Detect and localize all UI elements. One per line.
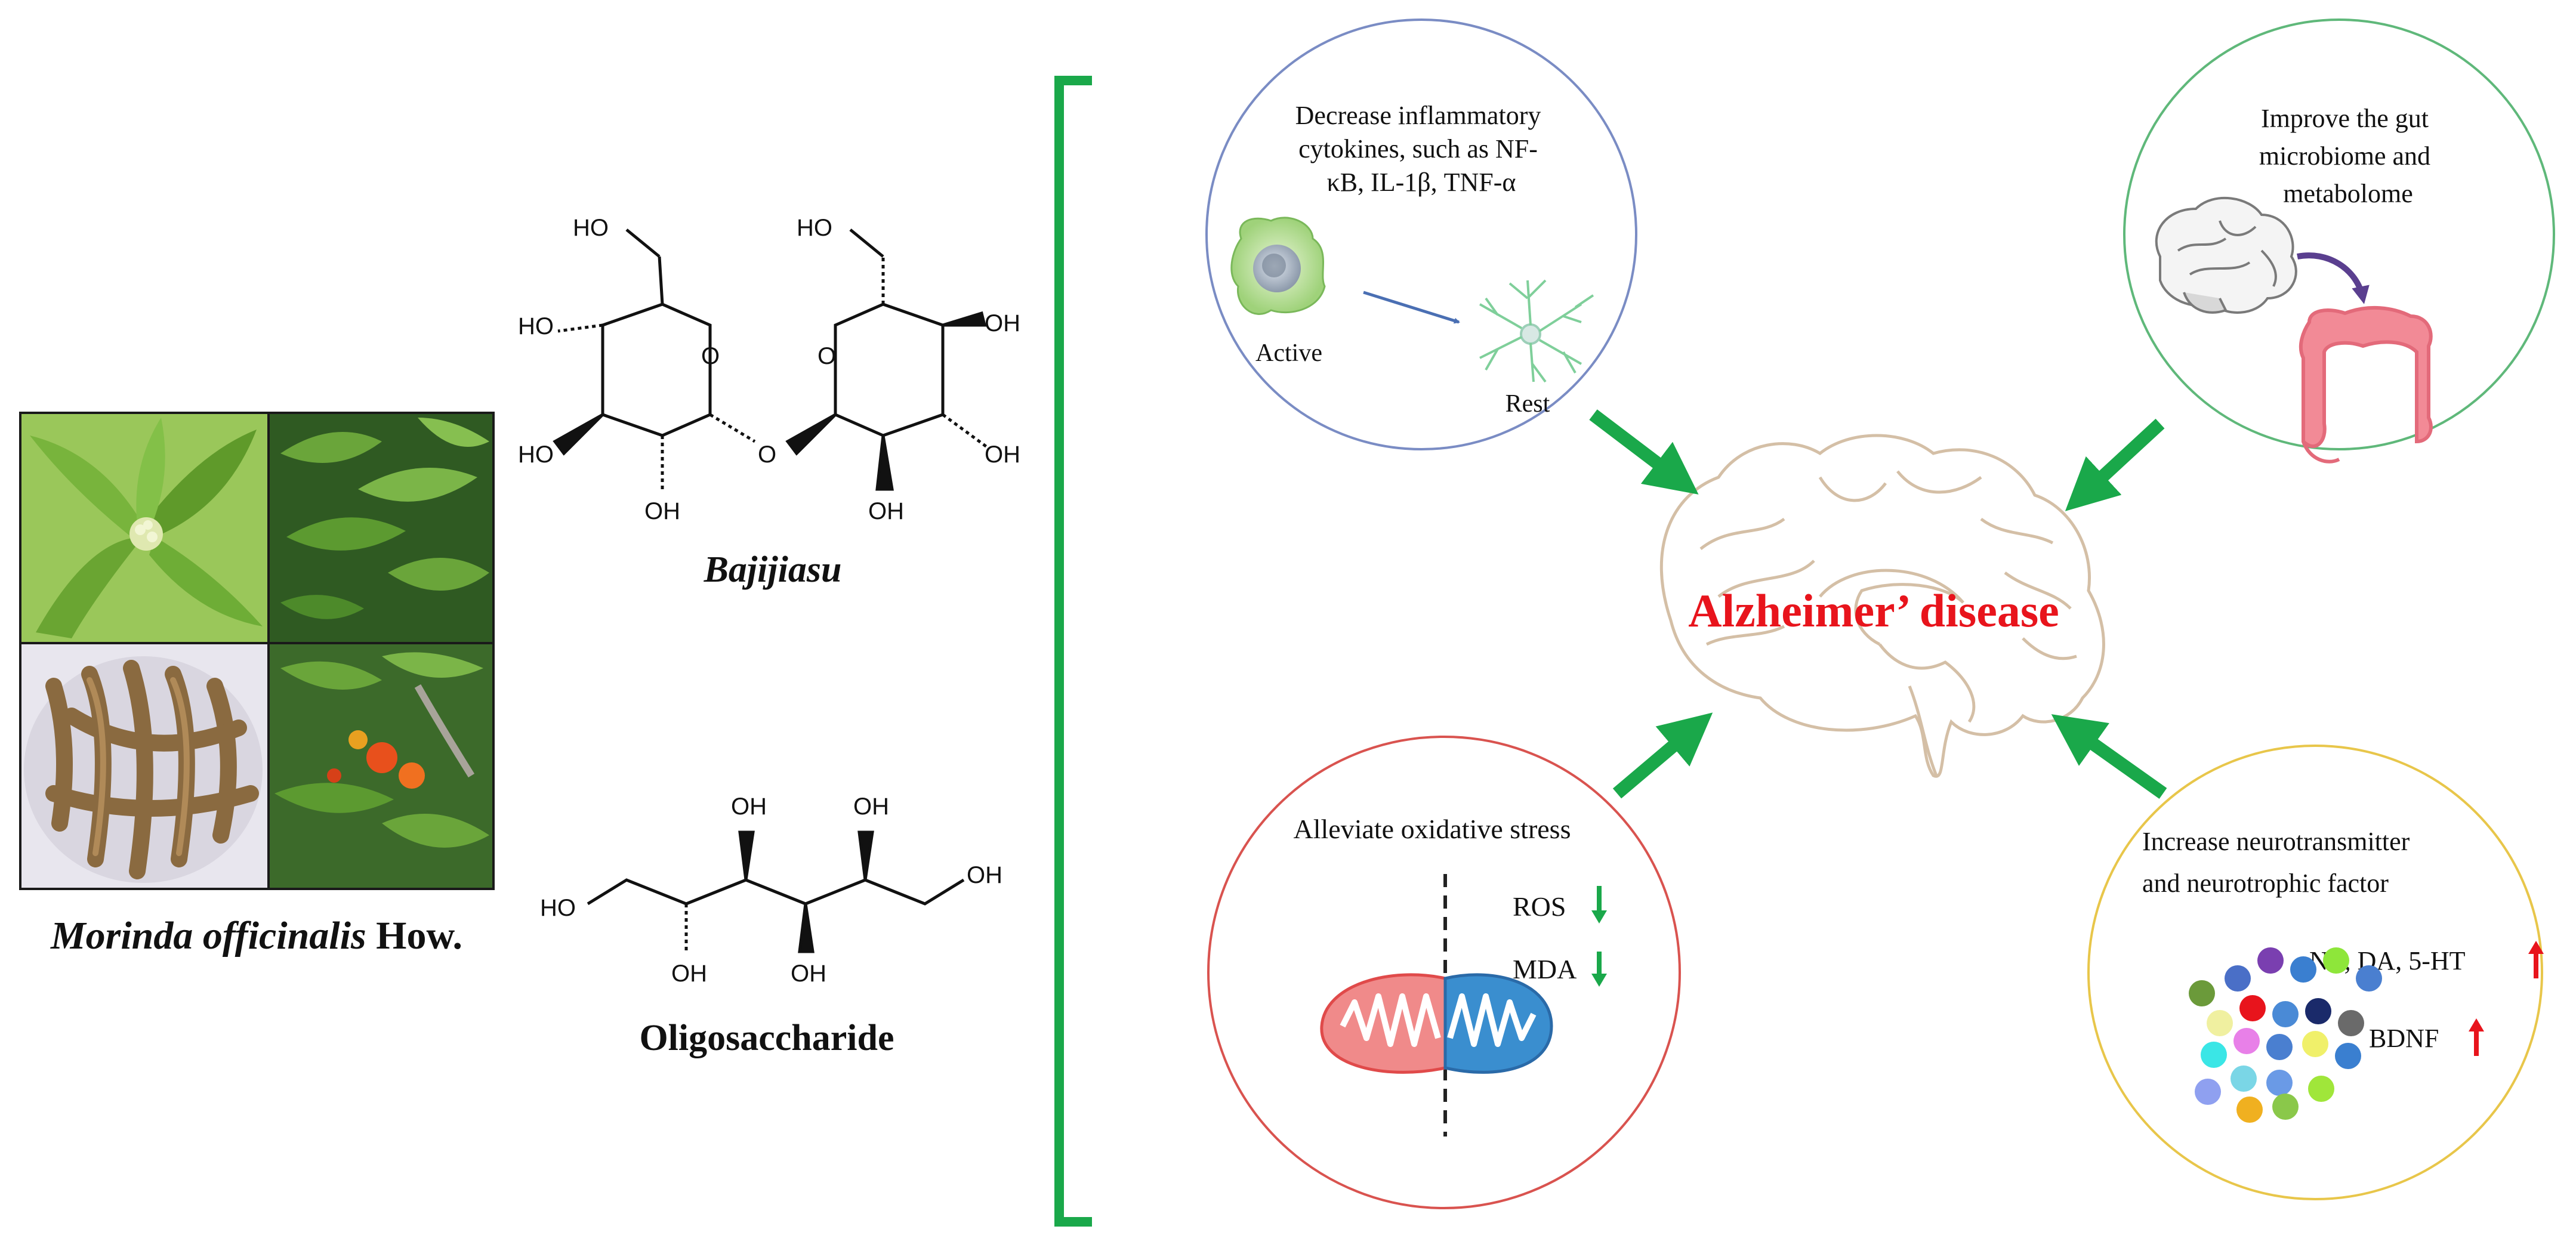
inflammation-panel: Decrease inflammatory cytokines, such as…	[1205, 18, 1637, 450]
arrow-oxidative-to-center	[1612, 712, 1713, 799]
plant-photo-grid	[19, 412, 495, 890]
mda-label: MDA	[1513, 954, 1577, 984]
brain-outline	[1659, 434, 2105, 778]
svg-text:HO: HO	[573, 215, 609, 241]
gut-panel: Improve the gut microbiome and metabolom…	[2123, 18, 2555, 464]
oligosaccharide-structure	[587, 830, 965, 953]
oligosaccharide-label: Oligosaccharide	[639, 1018, 894, 1058]
plant-name: Morinda officinalis How.	[50, 914, 462, 958]
leaves-branch-photo	[270, 413, 493, 643]
resting-microglia-icon	[1479, 279, 1594, 383]
neurotransmitter-dots-icon	[2189, 947, 2382, 1123]
svg-text:O: O	[701, 343, 720, 369]
svg-text:O: O	[817, 343, 836, 369]
arrow-inflammation-to-center	[1589, 409, 1699, 495]
svg-text:OH: OH	[868, 498, 904, 524]
brain-icon	[2155, 196, 2297, 314]
oligosaccharide-atoms: HO OH OH OH OH OH	[540, 793, 1002, 987]
svg-text:OH: OH	[731, 793, 767, 820]
mitochondria-icon	[1320, 973, 1553, 1074]
bdnf-up-arrow	[2469, 1018, 2484, 1056]
neuro-panel: Increase neurotransmitter and neurotroph…	[2087, 745, 2544, 1200]
inflammation-text: Decrease inflammatory cytokines, such as…	[1295, 101, 1548, 197]
oxidative-title: Alleviate oxidative stress	[1294, 814, 1571, 844]
green-bracket	[1054, 76, 1092, 1227]
svg-text:OH: OH	[853, 793, 889, 820]
gut-text: Improve the gut microbiome and metabolom…	[2259, 104, 2437, 208]
svg-text:HO: HO	[518, 441, 554, 468]
arrow-gut-to-center	[2065, 418, 2165, 511]
svg-text:O: O	[758, 441, 776, 468]
svg-text:HO: HO	[797, 215, 832, 241]
ne-up-arrow	[2528, 941, 2544, 978]
brain-gut-arrow	[2297, 252, 2370, 304]
mda-down-arrow	[1591, 952, 1607, 987]
arrows-to-center	[1589, 409, 2167, 799]
neuro-text: Increase neurotransmitter and neurotroph…	[2142, 827, 2416, 898]
active-label: Active	[1255, 339, 1322, 367]
center-disease-label: Alzheimer’ disease	[1688, 585, 2059, 637]
svg-text:OH: OH	[791, 960, 826, 987]
fruiting-branch-photo	[270, 644, 493, 889]
dried-roots-photo	[20, 644, 268, 889]
leaves-flower-photo	[20, 413, 268, 643]
activation-arrow	[1363, 291, 1460, 324]
svg-text:OH: OH	[671, 960, 707, 987]
svg-text:HO: HO	[540, 895, 576, 921]
gut-circle	[2123, 18, 2555, 450]
svg-text:HO: HO	[518, 313, 554, 339]
ros-label: ROS	[1513, 891, 1566, 922]
svg-text:OH: OH	[985, 310, 1020, 336]
svg-text:OH: OH	[644, 498, 680, 524]
oxidative-panel: Alleviate oxidative stress ROS MDA	[1207, 736, 1681, 1209]
ros-down-arrow	[1591, 886, 1607, 924]
rest-label: Rest	[1506, 390, 1550, 418]
intestine-icon	[2299, 306, 2433, 464]
bajijiasu-atoms: HO HO HO O OH O HO O OH OH OH	[518, 215, 1020, 524]
active-microglia-icon	[1230, 217, 1326, 315]
svg-text:OH: OH	[967, 862, 1002, 888]
bdnf-label: BDNF	[2369, 1024, 2439, 1053]
svg-text:OH: OH	[985, 441, 1020, 468]
arrow-neuro-to-center	[2051, 714, 2167, 799]
bajijiasu-structure	[553, 228, 989, 491]
bajijiasu-label: Bajijiasu	[704, 549, 842, 590]
